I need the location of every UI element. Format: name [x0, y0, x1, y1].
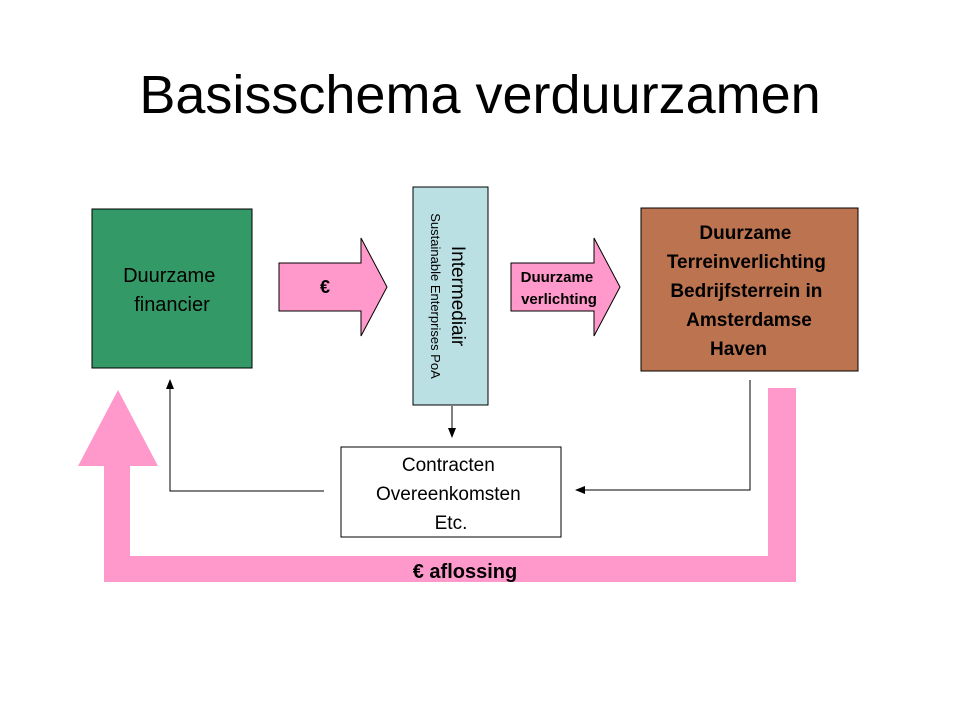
- svg-text:Contracten Overeenkomste: Contracten Overeenkomsten Etc.: [376, 455, 526, 534]
- repayment-label: € aflossing: [413, 561, 517, 583]
- intermediair-box: Intermediair Sustainable Enterprises PoA: [412, 186, 489, 406]
- financier-box: Duurzame financier: [91, 208, 253, 369]
- svg-text:Duurzame verlichting: Duurzame verlichting: [521, 269, 598, 308]
- project-label-line2: Terreinverlichting: [667, 252, 826, 273]
- contracts-box: Contracten Overeenkomsten Etc.: [340, 446, 562, 538]
- connector-project-to-contracts: [575, 380, 751, 494]
- lighting-arrow-shape: [510, 237, 621, 337]
- page-title: Basisschema verduurzamen: [139, 65, 820, 125]
- project-label-line3: Bedrijfsterrein in: [670, 281, 822, 302]
- lighting-arrow-line1: Duurzame: [521, 269, 594, 286]
- svg-text:Duurzame financier: Duurzame financier: [123, 265, 221, 316]
- svg-text:Duurzame Terreinverlicht: Duurzame Terreinverlichting Bedrijfsterr…: [667, 223, 831, 331]
- repayment-arrow-shape: [78, 388, 796, 582]
- project-label-line5: Haven: [710, 339, 767, 360]
- connector-contracts-to-financier: [166, 379, 324, 492]
- financier-label-line1: Duurzame: [123, 265, 215, 287]
- project-label-line4: Amsterdamse: [686, 310, 812, 331]
- contracts-label-line2: Overeenkomsten: [376, 484, 521, 505]
- intermediair-subtitle: Sustainable Enterprises PoA: [428, 213, 443, 379]
- contracts-label-line3: Etc.: [435, 513, 468, 534]
- repayment-arrow: € aflossing: [78, 388, 796, 583]
- money-arrow-label: €: [320, 277, 330, 297]
- project-label-line1: Duurzame: [699, 223, 791, 244]
- money-arrow-shape: [278, 237, 388, 337]
- intermediair-title: Intermediair: [447, 246, 468, 347]
- project-box: Duurzame Terreinverlichting Bedrijfsterr…: [640, 207, 859, 372]
- money-arrow: €: [278, 237, 388, 337]
- lighting-arrow-line2: verlichting: [521, 291, 597, 308]
- financier-label-line2: financier: [134, 294, 210, 316]
- contracts-label-line1: Contracten: [402, 455, 495, 476]
- lighting-arrow: Duurzame verlichting: [510, 237, 621, 337]
